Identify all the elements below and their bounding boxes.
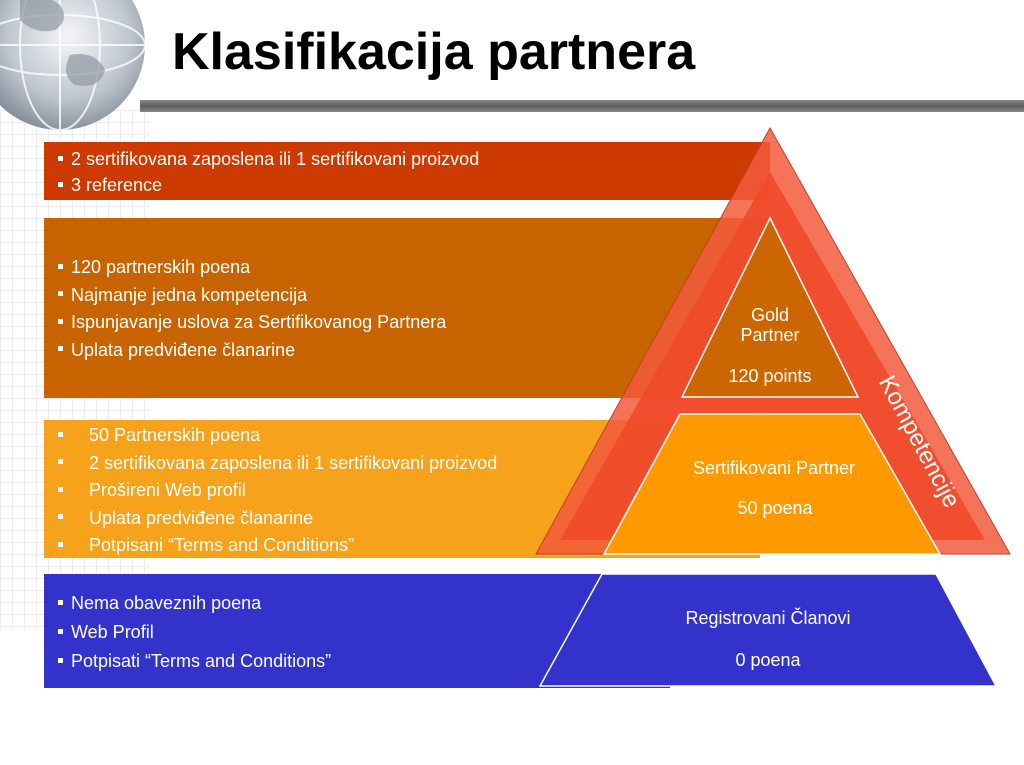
gold-partner-name: Gold Partner: [740, 305, 800, 345]
list-item: 3 reference: [58, 172, 770, 198]
page-title: Klasifikacija partnera: [172, 23, 696, 81]
bullet-icon: [58, 431, 63, 437]
list-item: Najmanje jedna kompetencija: [58, 282, 770, 310]
list-item: 120 partnerskih poena: [58, 254, 770, 282]
globe-icon: [0, 0, 146, 130]
bullet-icon: [58, 657, 63, 663]
band-gold-requirements: 120 partnerskih poena Najmanje jedna kom…: [44, 218, 770, 398]
list-item: Prošireni Web profil: [58, 477, 760, 505]
title-divider: [140, 100, 1024, 112]
bullet-icon: [58, 486, 63, 492]
list-item: 2 sertifikovana zaposlena ili 1 sertifik…: [58, 450, 760, 478]
certified-partner-points: 50 poena: [737, 498, 813, 518]
bullet-icon: [58, 291, 63, 297]
certified-partner-trapezoid: [602, 413, 942, 555]
list-item: Uplata predviđene članarine: [58, 505, 760, 533]
list-item: Potpisani “Terms and Conditions”: [58, 532, 760, 560]
list-item: Uplata predviđene članarine: [58, 337, 770, 365]
registered-members-name: Registrovani Članovi: [685, 608, 851, 628]
band-gold-certified-requirements: 2 sertifikovana zaposlena ili 1 sertifik…: [44, 142, 770, 200]
list-item: Nema obaveznih poena: [58, 589, 670, 618]
list-item: Ispunjavanje uslova za Sertifikovanog Pa…: [58, 309, 770, 337]
gold-partner-triangle: [680, 216, 860, 398]
list-item: Web Profil: [58, 618, 670, 647]
bullet-icon: [58, 181, 63, 187]
bullet-icon: [58, 263, 63, 269]
bullet-icon: [58, 628, 63, 634]
list-item: 50 Partnerskih poena: [58, 422, 760, 450]
list-item: Potpisati “Terms and Conditions”: [58, 647, 670, 676]
list-item: 2 sertifikovana zaposlena ili 1 sertifik…: [58, 146, 770, 172]
bullet-icon: [58, 514, 63, 520]
bullet-icon: [58, 155, 63, 161]
bullet-icon: [58, 599, 63, 605]
registered-members-trapezoid: [538, 573, 998, 687]
gold-partner-points: 120 points: [728, 366, 812, 386]
bullet-icon: [58, 459, 63, 465]
registered-members-points: 0 poena: [735, 650, 801, 670]
certified-partner-name: Sertifikovani Partner: [692, 458, 856, 478]
bullet-icon: [58, 318, 63, 324]
bullet-icon: [58, 346, 63, 352]
bullet-icon: [58, 541, 63, 547]
